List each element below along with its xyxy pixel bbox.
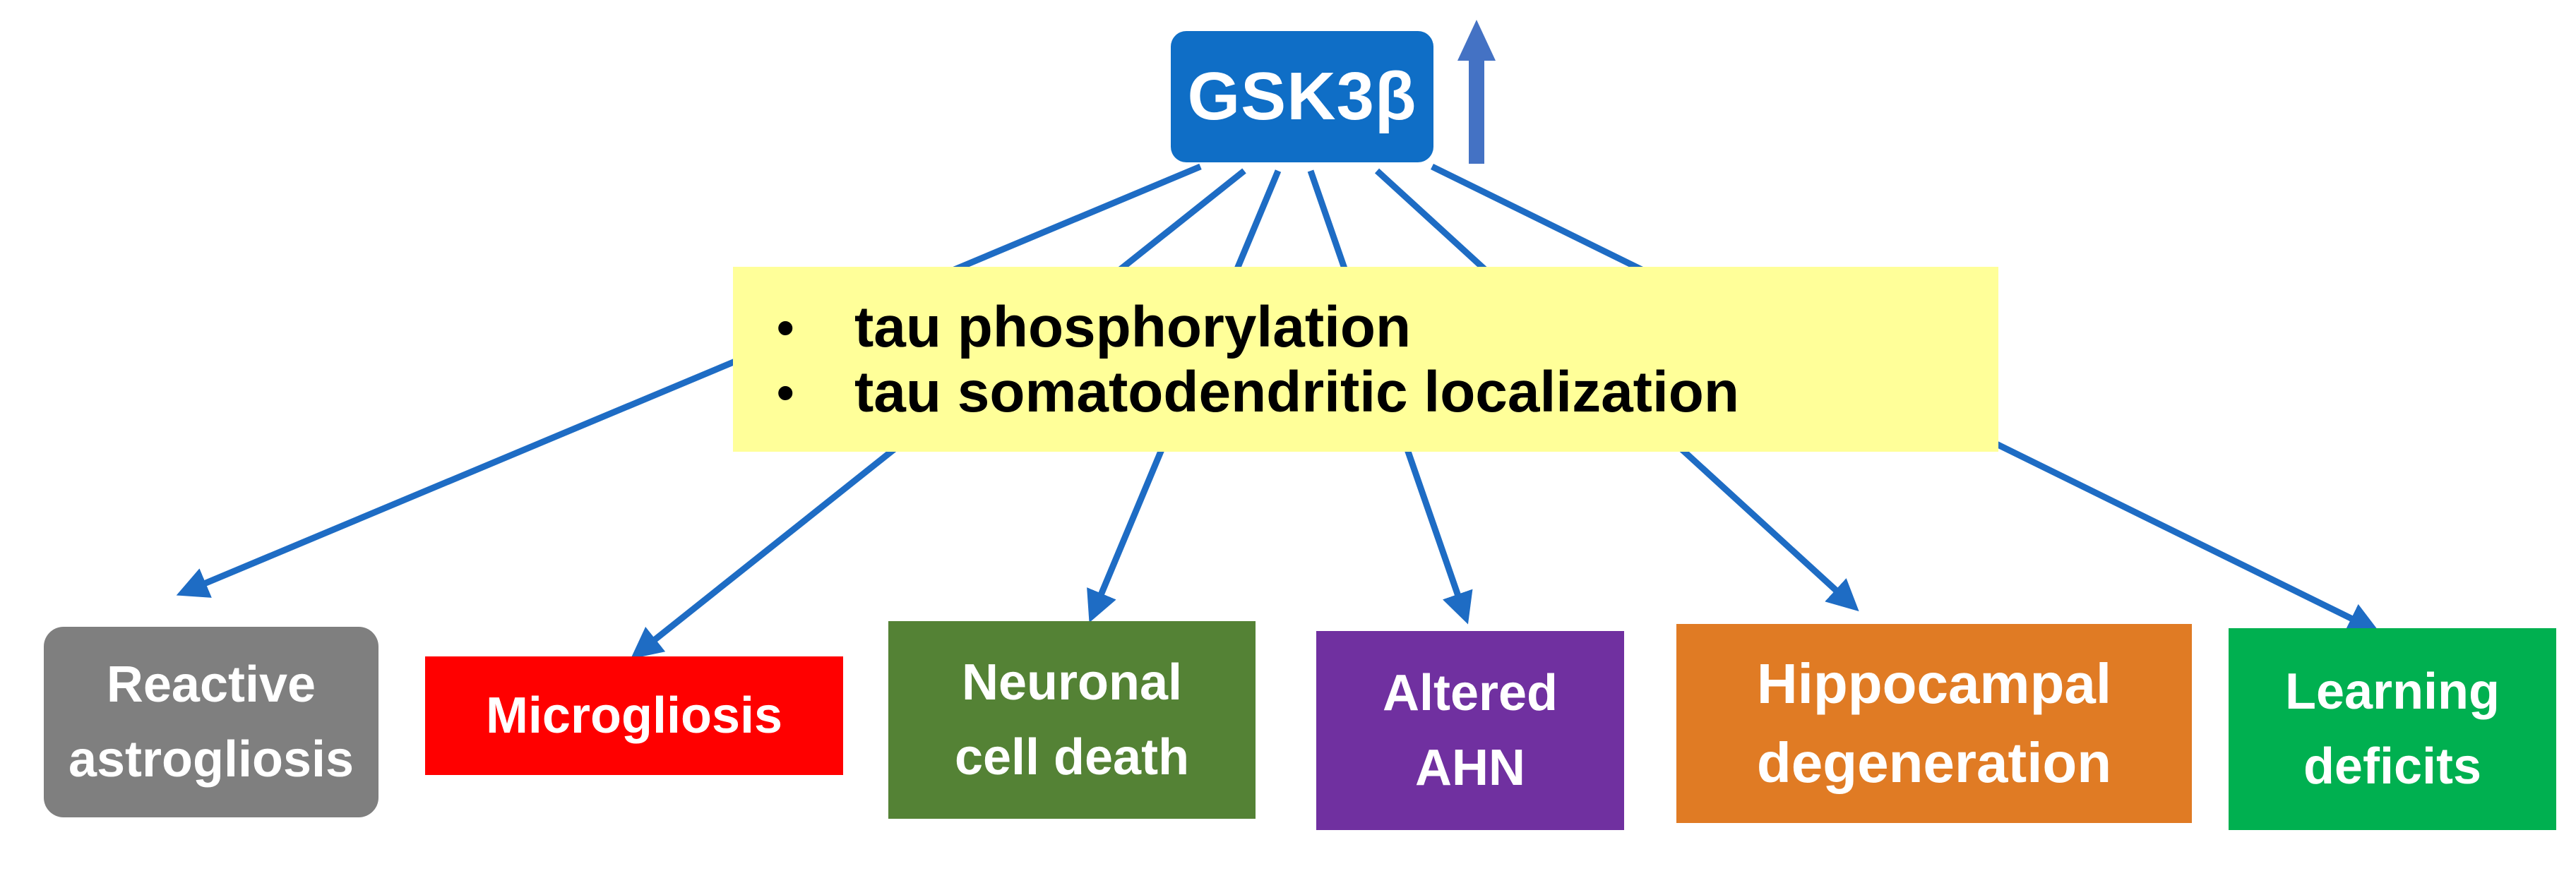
gsk3b-box: GSK3β [1171, 31, 1433, 162]
bullet: • [777, 300, 794, 355]
outcome-microgliosis: Microgliosis [425, 656, 843, 775]
mechanism-text: tau somatodendritic localization [854, 360, 1739, 424]
outcome-label-line: Hippocampal [1756, 652, 2112, 715]
outcome-label-line: deficits [2303, 738, 2482, 795]
mechanism-text: tau phosphorylation [854, 295, 1412, 359]
gsk3b-label: GSK3β [1187, 59, 1417, 134]
mechanism-item: • tau somatodendritic localization [777, 360, 1998, 425]
outcome-label-line: degeneration [1756, 731, 2112, 794]
mechanism-item: • tau phosphorylation [777, 295, 1998, 360]
outcome-label-line: Altered [1382, 665, 1558, 721]
outcome-reactive-astrogliosis: Reactive astrogliosis [44, 627, 378, 817]
outcome-label-line: Neuronal [961, 654, 1183, 711]
outcome-label-line: cell death [954, 729, 1190, 786]
outcome-label-line: Learning [2284, 663, 2500, 720]
outcome-hippocampal-degeneration: Hippocampal degeneration [1676, 624, 2192, 823]
up-arrow-icon [1457, 20, 1496, 164]
outcome-label-line: Reactive [106, 656, 316, 713]
outcome-label-line: astrogliosis [68, 731, 354, 788]
outcome-learning-deficits: Learning deficits [2229, 628, 2556, 830]
bullet: • [777, 365, 794, 420]
outcome-altered-ahn: Altered AHN [1316, 631, 1624, 830]
mechanism-box: • tau phosphorylation • tau somatodendri… [733, 267, 1998, 452]
outcome-label-line: AHN [1415, 740, 1525, 796]
outcome-neuronal-cell-death: Neuronal cell death [888, 621, 1256, 819]
arrow-to-reactive-astrogliosis [176, 163, 1202, 598]
outcome-label-line: Microgliosis [485, 687, 783, 744]
